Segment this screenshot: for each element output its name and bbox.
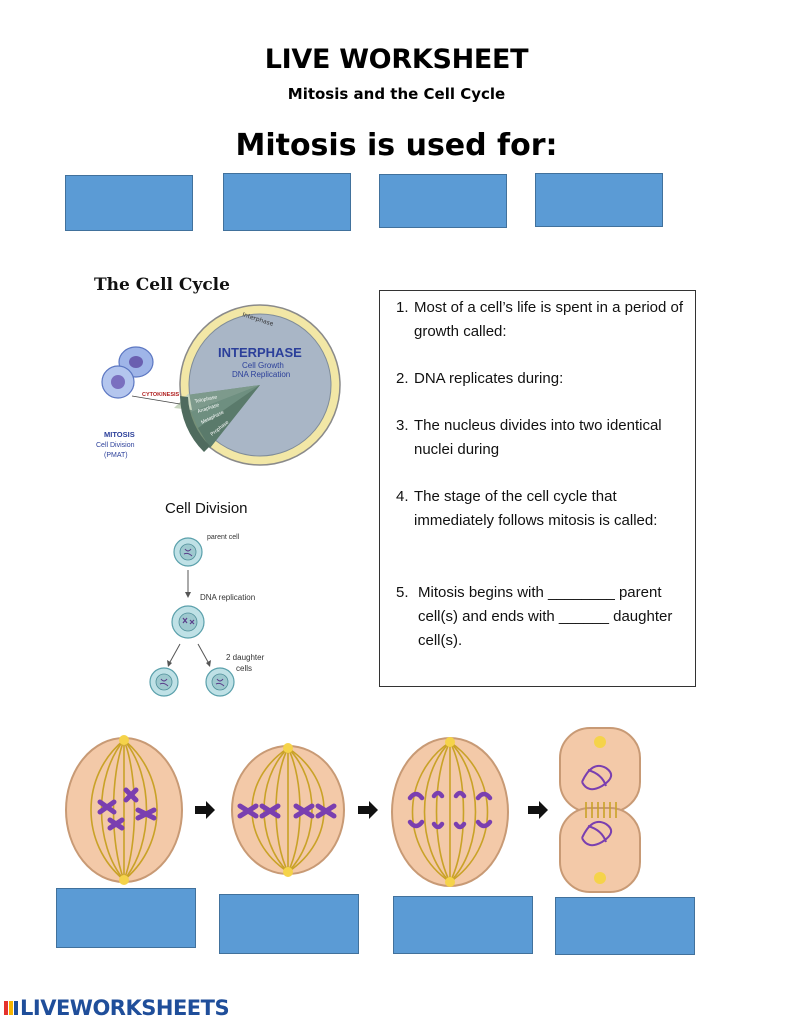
stage-metaphase-cell [231, 743, 345, 877]
interphase-label: INTERPHASE [218, 345, 302, 360]
answer-box-use-3[interactable] [379, 174, 507, 228]
stage-telophase-cell [559, 727, 641, 893]
question-1: 1. Most of a cell’s life is spent in a p… [396, 296, 691, 344]
question-3-number: 3. [396, 417, 409, 434]
answer-box-use-4[interactable] [535, 173, 663, 227]
mitosis-stages-illustration [65, 727, 641, 893]
arrow-2-icon [358, 801, 378, 819]
answer-box-stage-3[interactable] [393, 896, 533, 954]
questions-box: 1. Most of a cell’s life is spent in a p… [379, 290, 696, 687]
question-3-text: The nucleus divides into two identical n… [414, 417, 662, 458]
arrow-1-icon [195, 801, 215, 819]
daughter-cells-label-1: 2 daughter [226, 653, 265, 662]
question-2: 2. DNA replicates during: [396, 367, 691, 391]
worksheet-subtitle: Mitosis and the Cell Cycle [287, 85, 506, 103]
question-1-number: 1. [396, 299, 409, 316]
parent-cell-label: parent cell [207, 534, 240, 541]
question-2-text: DNA replicates during: [414, 370, 564, 387]
answer-box-stage-2[interactable] [219, 894, 359, 954]
stage-prophase-cell [65, 735, 183, 885]
answer-box-stage-1[interactable] [56, 888, 196, 948]
question-4-number: 4. [396, 488, 409, 505]
interphase-sub-2: DNA Replication [232, 370, 290, 379]
question-5-number: 5. [396, 584, 409, 601]
question-4: 4. The stage of the cell cycle that imme… [396, 485, 691, 533]
worksheet-title: LIVE WORKSHEET [264, 44, 529, 75]
question-3: 3. The nucleus divides into two identica… [396, 414, 691, 462]
question-2-number: 2. [396, 370, 409, 387]
daughter-cells-label-2: cells [236, 664, 252, 673]
cell-cycle-diagram: Interphase INTERPHASE Cell Growth DNA Re… [96, 304, 341, 466]
mitosis-label: MITOSIS [104, 430, 135, 439]
liveworksheets-logo[interactable]: LIVEWORKSHEETS [4, 996, 230, 1020]
arrow-3-icon [528, 801, 548, 819]
liveworksheets-logo-icon [4, 1001, 18, 1015]
question-5-text: Mitosis begins with ________ parent cell… [418, 584, 673, 649]
question-4-text: The stage of the cell cycle that immedia… [414, 488, 658, 529]
mitosis-sub-1: Cell Division [96, 442, 135, 449]
cytokinesis-label: CYTOKINESIS [142, 392, 180, 398]
answer-box-use-1[interactable] [65, 175, 193, 231]
stage-anaphase-cell [391, 737, 509, 887]
mitosis-used-for-heading: Mitosis is used for: [235, 128, 558, 163]
cell-division-title: Cell Division [165, 500, 248, 517]
mitosis-sub-2: (PMAT) [104, 452, 128, 459]
question-1-text: Most of a cell’s life is spent in a peri… [414, 299, 684, 340]
answer-box-use-2[interactable] [223, 173, 351, 231]
liveworksheets-logo-text: LIVEWORKSHEETS [20, 996, 230, 1020]
answer-box-stage-4[interactable] [555, 897, 695, 955]
dna-replication-label: DNA replication [200, 593, 255, 602]
interphase-sub-1: Cell Growth [242, 361, 284, 370]
question-5: 5. Mitosis begins with ________ parent c… [396, 581, 691, 653]
cell-division-diagram: parent cell DNA replication 2 daughter c… [149, 534, 265, 697]
cell-cycle-title: The Cell Cycle [94, 275, 230, 295]
phase-telophase: Telophase [194, 394, 218, 405]
